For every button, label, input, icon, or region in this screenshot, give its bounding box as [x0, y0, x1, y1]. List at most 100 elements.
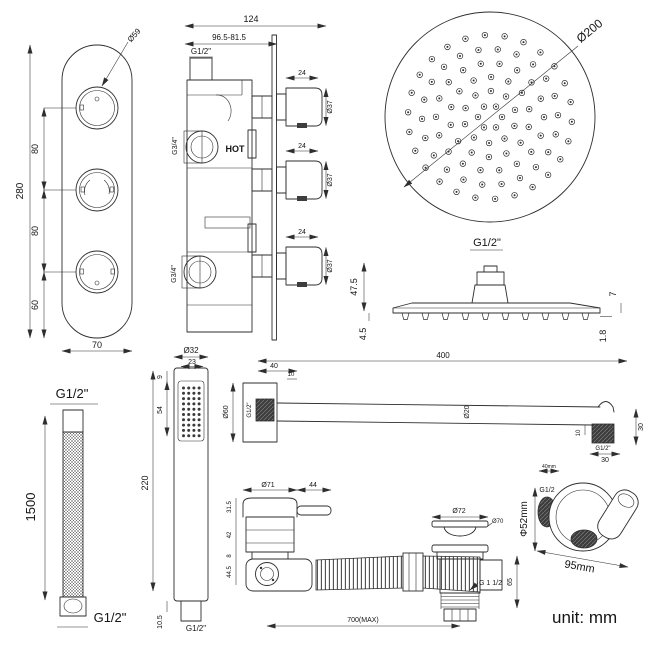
- nozzle-dot-center: [455, 190, 458, 193]
- nozzle-dot-center: [474, 196, 477, 199]
- nozzle-dot-center: [498, 169, 501, 172]
- nozzle-dot: [491, 195, 499, 202]
- side-nozzle: [441, 312, 450, 320]
- nozzle-dot: [529, 183, 536, 191]
- nozzle-dot-center: [556, 114, 559, 117]
- dim-waste-2: 42: [227, 531, 233, 538]
- nozzle-dot: [475, 46, 482, 54]
- hose-fitting-bottom: [59, 596, 87, 617]
- nozzle-dot: [481, 32, 489, 39]
- nozzle-dot-center: [530, 150, 533, 153]
- nozzle-dot-center: [432, 154, 435, 157]
- dim-arm-wall-offset: 40: [270, 363, 278, 370]
- handset-nozzle-dot: [192, 407, 196, 411]
- nozzle-dot: [470, 77, 477, 84]
- nozzle-dot-center: [554, 133, 557, 136]
- handset-nozzle-dot: [197, 391, 201, 395]
- nozzle-dot: [528, 79, 535, 86]
- label-tail-thread: G 1 1/2: [479, 580, 502, 587]
- nozzle-dot-center: [539, 97, 542, 100]
- holder-hose-outlet: [570, 529, 598, 549]
- nozzle-dot-center: [503, 137, 506, 140]
- dim-drain-cap-outer: Ø70: [492, 519, 504, 525]
- dim-arm-tube-diameter: Ø20: [464, 405, 471, 418]
- dim-flex-max-length: 700(MAX): [347, 617, 379, 624]
- nozzle-dot: [485, 139, 493, 147]
- handset-nozzle-dot: [187, 428, 191, 432]
- nozzle-dot-center: [495, 126, 497, 129]
- nozzle-dot: [477, 60, 484, 67]
- nozzle-dot: [498, 180, 505, 188]
- nozzle-dot-center: [507, 80, 510, 83]
- shower-head-top-view: Ø200: [384, 11, 606, 223]
- nozzle-dot: [552, 131, 559, 138]
- nozzle-dot: [416, 71, 423, 78]
- nozzle-dot: [561, 80, 568, 87]
- nozzle-dot-center: [459, 54, 462, 57]
- nozzle-dot-center: [563, 82, 566, 85]
- nozzle-dot: [487, 73, 495, 81]
- nozzle-dot-center: [464, 37, 467, 40]
- valve-inlet-port-bottom: [183, 255, 217, 289]
- nozzle-dot: [461, 120, 469, 128]
- nozzle-dot: [544, 171, 552, 179]
- handset-face: [177, 380, 205, 442]
- dim-overflow-diameter: Ø71: [261, 482, 274, 489]
- shower-head-nozzles: [404, 32, 576, 202]
- dim-knob-spacing-top: 80: [30, 144, 40, 154]
- nozzle-dot: [412, 147, 419, 154]
- dim-knob-depth: 24: [298, 229, 306, 236]
- nozzle-dot: [498, 113, 506, 121]
- nozzle-dot-center: [567, 140, 570, 143]
- dim-handset-face-width: 23: [188, 359, 196, 366]
- dim-waste-3: 8: [227, 554, 233, 558]
- arm-thread-left: [255, 398, 275, 422]
- dim-arm-flange-diameter: Ø60: [223, 405, 230, 418]
- handset-fitting: [180, 600, 202, 622]
- nozzle-dot-center: [464, 123, 467, 126]
- nozzle-dot-center: [472, 79, 475, 82]
- nozzle-dot: [479, 181, 486, 188]
- label-hose-thread-bottom: G1/2": [94, 610, 127, 625]
- handset-nozzle-dot: [197, 434, 201, 438]
- handset-nozzle-dot: [187, 386, 191, 390]
- nozzle-dot-center: [479, 169, 482, 172]
- label-holder-thread: G1/2: [539, 487, 554, 494]
- dim-drain-cap-diameter: Ø72: [452, 508, 465, 515]
- nozzle-dot-center: [520, 91, 523, 94]
- nozzle-dot: [462, 104, 469, 112]
- handset-nozzle-dot: [187, 413, 191, 416]
- nozzle-dot-center: [410, 91, 413, 94]
- nozzle-dot: [496, 60, 503, 67]
- dim-handset-length: 220: [140, 475, 150, 490]
- handset-nozzle-dot: [192, 397, 196, 401]
- arm-thread-right: [591, 423, 615, 444]
- shower-arm: 400 40 10 G1/2" Ø60 Ø20 G1/2" 30 30 10: [223, 351, 645, 464]
- dim-head-rim: 1.8: [598, 330, 608, 343]
- label-arm-thread-right: G1/2": [595, 446, 610, 452]
- nozzle-dot: [503, 150, 510, 157]
- nozzle-dot: [568, 118, 576, 125]
- handset-nozzle-dot: [197, 423, 201, 427]
- nozzle-dot-center: [438, 134, 441, 137]
- side-nozzle: [501, 312, 510, 320]
- dim-handset-fitting: 10.5: [157, 615, 164, 629]
- nozzle-dot: [540, 114, 548, 121]
- nozzle-dot-center: [542, 116, 545, 119]
- nozzle-dot: [436, 132, 443, 139]
- nozzle-dot-center: [522, 41, 525, 44]
- nozzle-dot-center: [513, 124, 516, 127]
- overflow-cap: [242, 497, 298, 518]
- handset-face-nozzles: [182, 386, 201, 438]
- nozzle-dot: [462, 35, 469, 42]
- nozzle-dot: [565, 138, 572, 145]
- drain-tail-threads: [440, 592, 480, 609]
- nozzle-dot-center: [445, 168, 448, 171]
- overflow-outlet: [255, 562, 279, 586]
- nozzle-dot-center: [477, 116, 479, 118]
- dim-waste-4: 44.5: [227, 566, 233, 578]
- nozzle-dot-center: [505, 152, 508, 155]
